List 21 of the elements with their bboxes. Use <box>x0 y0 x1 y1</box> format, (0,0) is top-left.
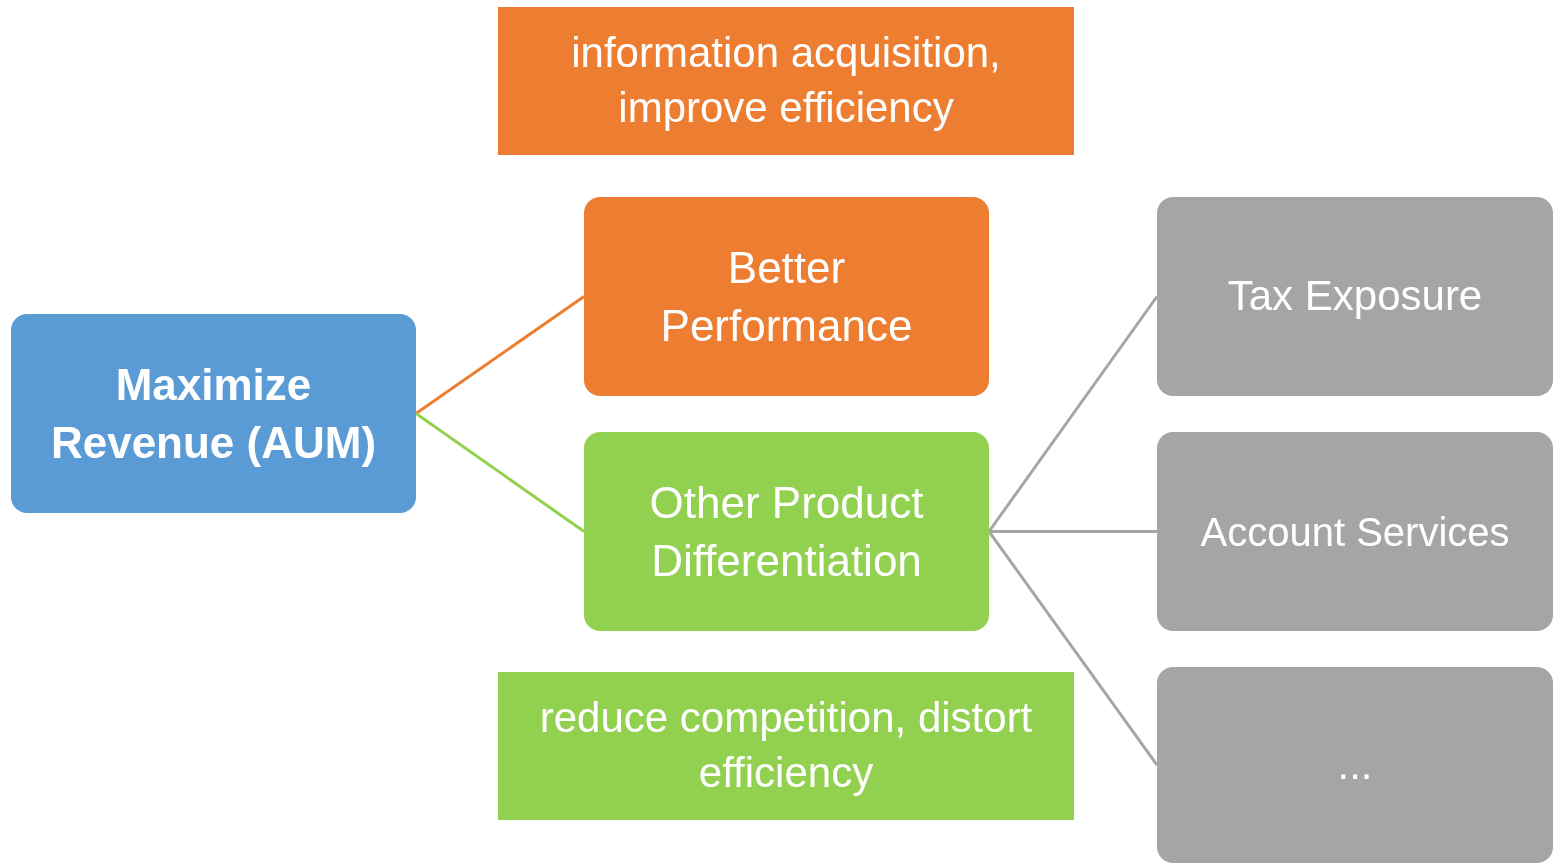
note-box <box>498 7 1074 155</box>
connector-line <box>989 530 1157 533</box>
connector-line <box>415 412 585 533</box>
connector-line <box>987 530 1159 766</box>
rounded-box <box>11 314 416 513</box>
box-text: reduce competition, distort efficiency <box>538 693 1034 798</box>
box-text: Other Product Differentiation <box>648 477 925 587</box>
note-box <box>498 672 1074 820</box>
box-text: Better Performance <box>659 242 914 352</box>
connector-line <box>987 295 1159 533</box>
box-text: Account Services <box>1200 508 1510 556</box>
rounded-box <box>1157 197 1553 396</box>
rounded-box <box>1157 432 1553 631</box>
rounded-box <box>1157 667 1553 863</box>
rounded-box <box>584 432 989 631</box>
box-text: information acquisition, improve efficiency <box>570 28 1002 133</box>
box-text: ... <box>1337 739 1373 790</box>
box-text: Tax Exposure <box>1227 271 1483 322</box>
box-text: Maximize Revenue (AUM) <box>49 359 378 469</box>
connector-line <box>415 295 585 415</box>
rounded-box <box>584 197 989 396</box>
